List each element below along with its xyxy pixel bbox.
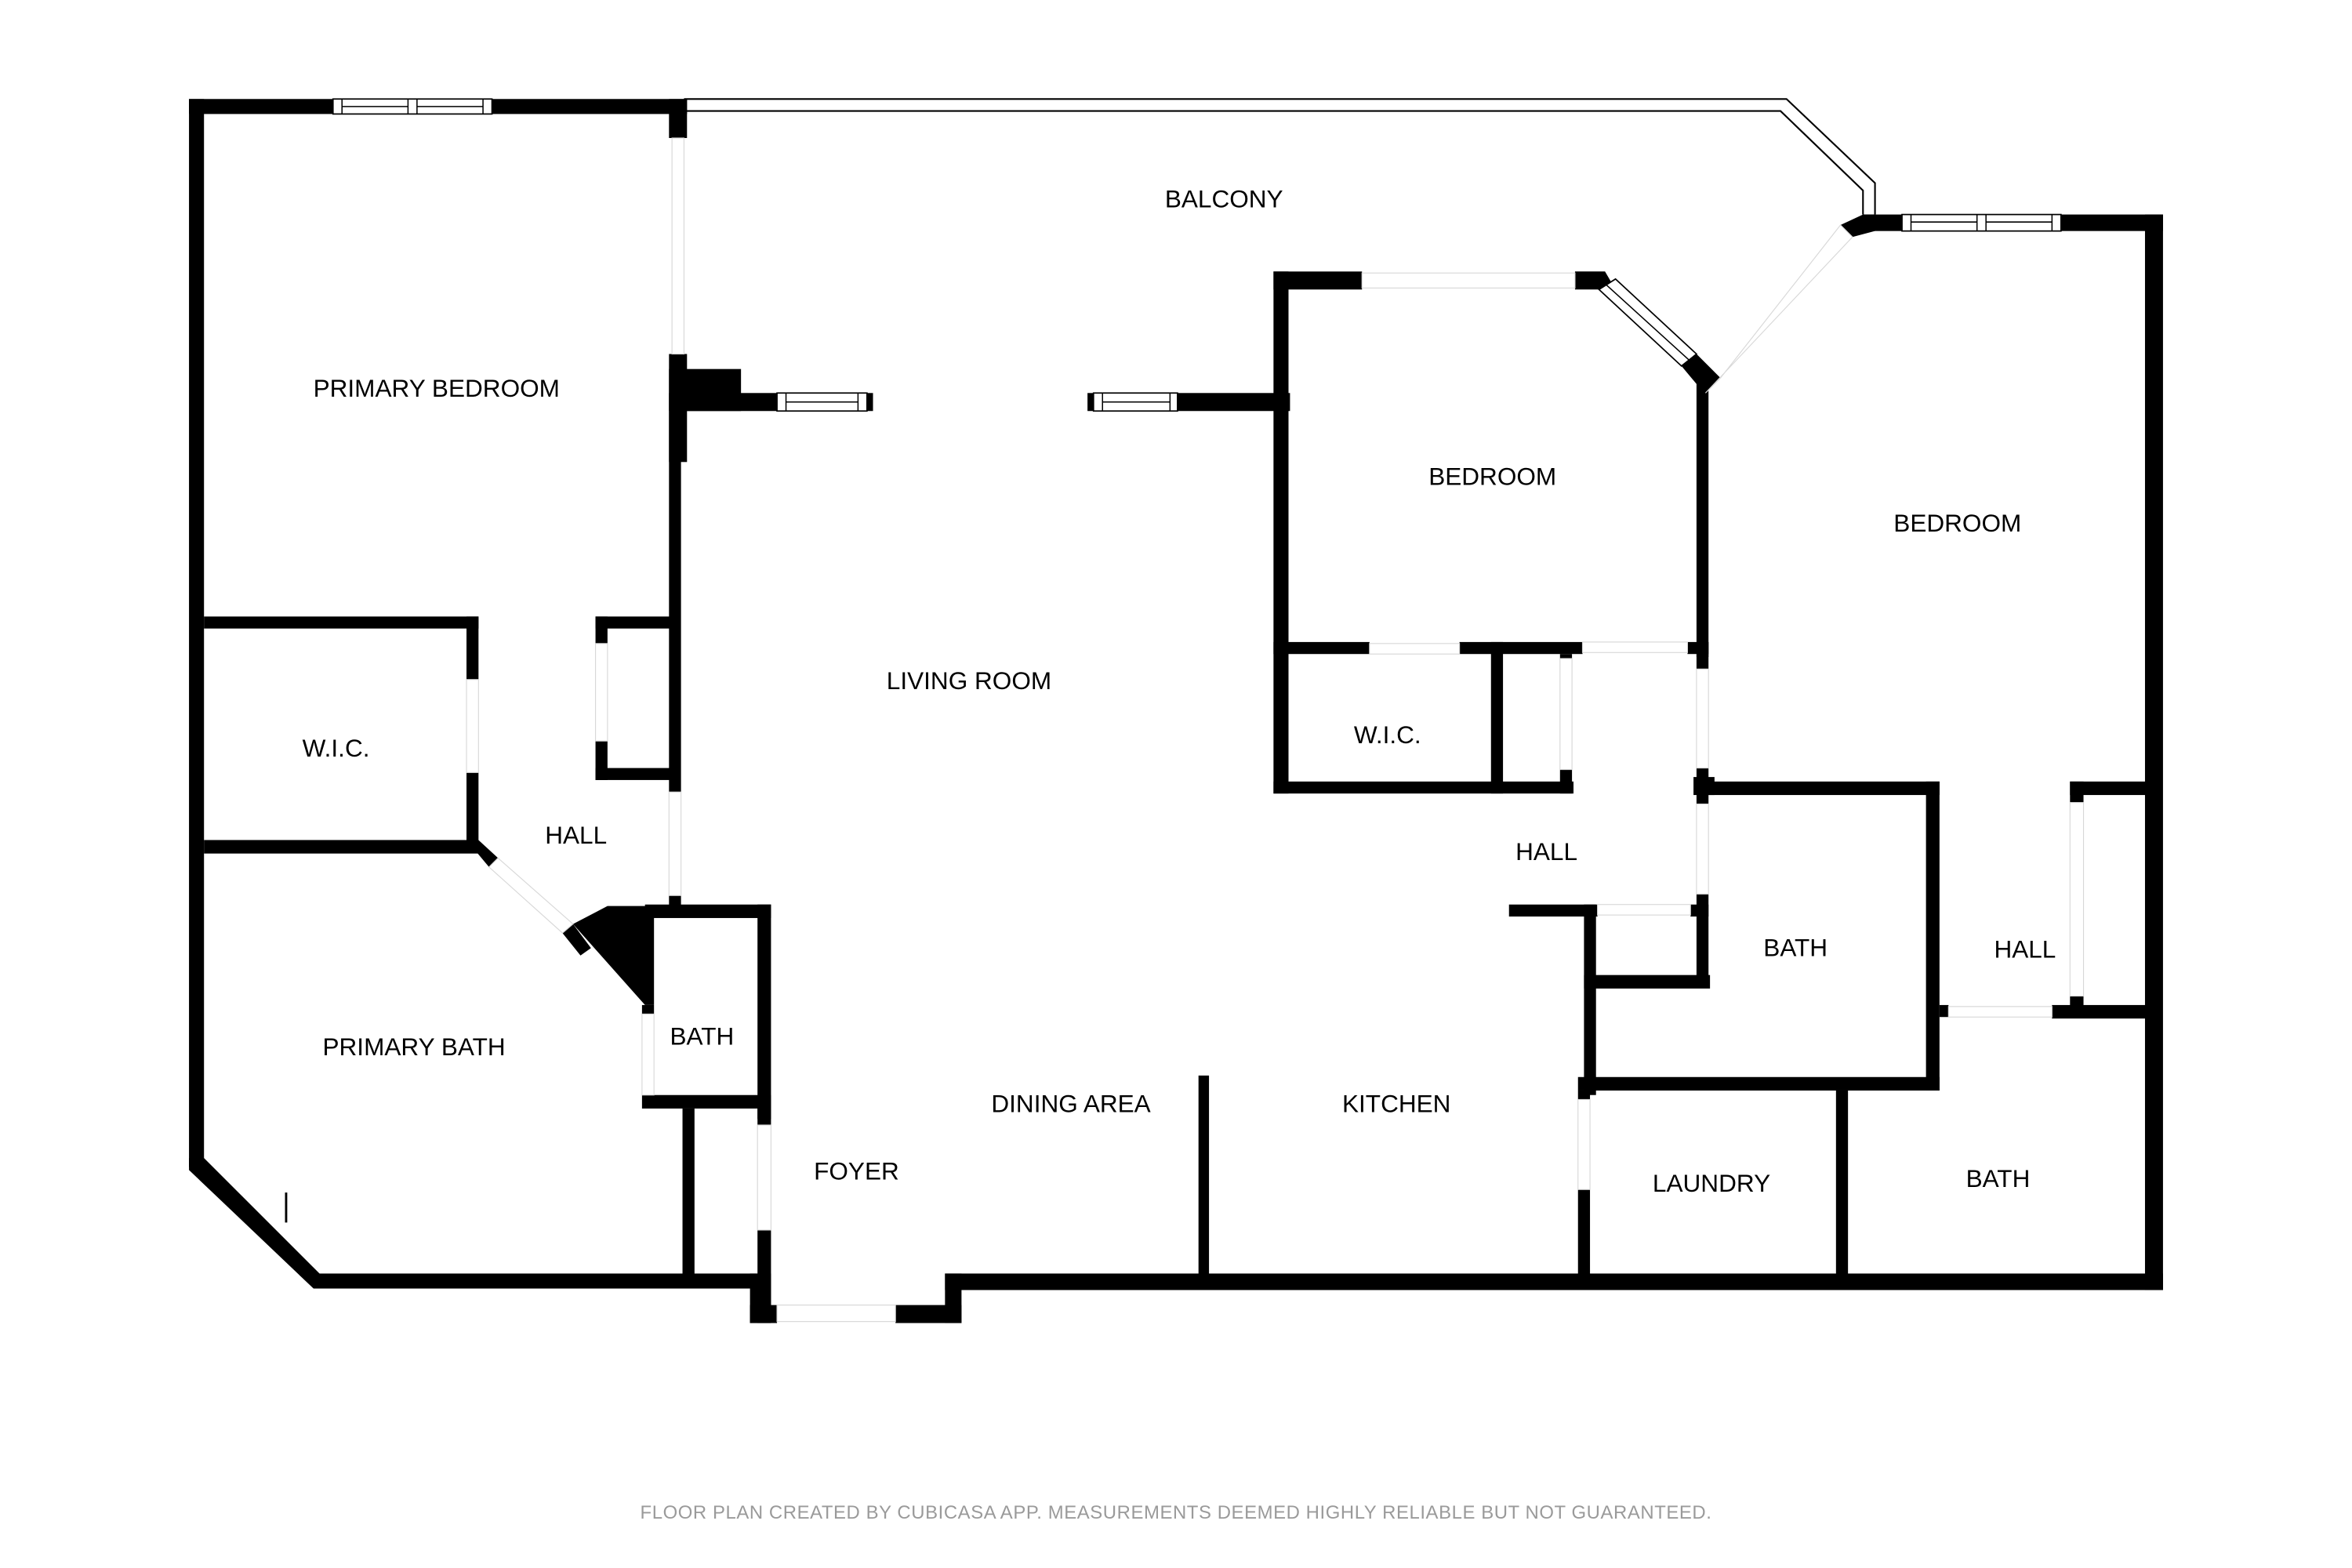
window-living-right bbox=[1092, 392, 1178, 412]
laundry-door[interactable] bbox=[1577, 1098, 1591, 1190]
hall-left-living-opening[interactable] bbox=[668, 791, 682, 896]
room-label-wic-left: W.I.C. bbox=[303, 734, 370, 762]
window-living-left bbox=[776, 392, 868, 412]
bath-right-door[interactable] bbox=[1947, 1006, 2053, 1018]
closet-center-door[interactable] bbox=[1559, 658, 1573, 771]
wic-center-door[interactable] bbox=[1369, 643, 1461, 655]
window-bedroom3 bbox=[1901, 213, 2062, 232]
room-label-hall-center: HALL bbox=[1515, 837, 1577, 866]
room-label-hall-right: HALL bbox=[1994, 935, 2056, 963]
balcony-railing bbox=[684, 98, 1876, 215]
bedroom3-door[interactable] bbox=[1696, 668, 1709, 769]
room-label-laundry: LAUNDRY bbox=[1653, 1169, 1770, 1197]
room-label-foyer: FOYER bbox=[814, 1157, 899, 1185]
front-door[interactable] bbox=[776, 1305, 896, 1323]
wic-left-door[interactable] bbox=[466, 679, 479, 773]
foyer-closet-door[interactable] bbox=[757, 1124, 771, 1231]
room-label-hall-left: HALL bbox=[545, 821, 607, 849]
windows bbox=[332, 98, 2062, 412]
primary-bedroom-balcony-door[interactable] bbox=[671, 137, 685, 355]
primary-bath-door[interactable] bbox=[488, 857, 574, 934]
room-label-bedroom-3: BEDROOM bbox=[1893, 509, 2021, 537]
room-label-primary-bath: PRIMARY BATH bbox=[322, 1033, 505, 1061]
walls bbox=[189, 99, 2163, 1323]
room-label-balcony: BALCONY bbox=[1165, 185, 1283, 213]
room-label-wic-center: W.I.C. bbox=[1354, 720, 1421, 749]
closet-left-door[interactable] bbox=[594, 643, 608, 742]
room-label-bedroom-2: BEDROOM bbox=[1428, 463, 1556, 491]
closet-hall-door[interactable] bbox=[1597, 904, 1691, 916]
room-label-living-room: LIVING ROOM bbox=[887, 666, 1051, 695]
door-openings bbox=[466, 137, 2085, 1323]
bedroom3-balcony-door[interactable] bbox=[1704, 224, 1853, 394]
bedroom2-window-opening bbox=[1361, 272, 1576, 289]
window-primary-bedroom bbox=[332, 98, 493, 115]
room-label-bath-small: BATH bbox=[670, 1022, 735, 1050]
room-label-dining-area: DINING AREA bbox=[991, 1089, 1150, 1117]
room-label-primary-bedroom: PRIMARY BEDROOM bbox=[314, 374, 560, 402]
closet-right-door[interactable] bbox=[2069, 802, 2085, 997]
footer-disclaimer: FLOOR PLAN CREATED BY CUBICASA APP. MEAS… bbox=[641, 1502, 1712, 1523]
room-label-kitchen: KITCHEN bbox=[1342, 1089, 1450, 1117]
bath-small-door[interactable] bbox=[641, 1013, 655, 1096]
room-label-bath-center: BATH bbox=[1763, 933, 1828, 961]
bath-center-door[interactable] bbox=[1696, 803, 1709, 895]
room-labels: PRIMARY BEDROOM BALCONY LIVING ROOM BEDR… bbox=[303, 185, 2056, 1197]
room-label-bath-right: BATH bbox=[1966, 1164, 2031, 1192]
window-bedroom2-diagonal bbox=[1598, 278, 1698, 367]
bedroom2-hall-opening[interactable] bbox=[1581, 641, 1688, 653]
